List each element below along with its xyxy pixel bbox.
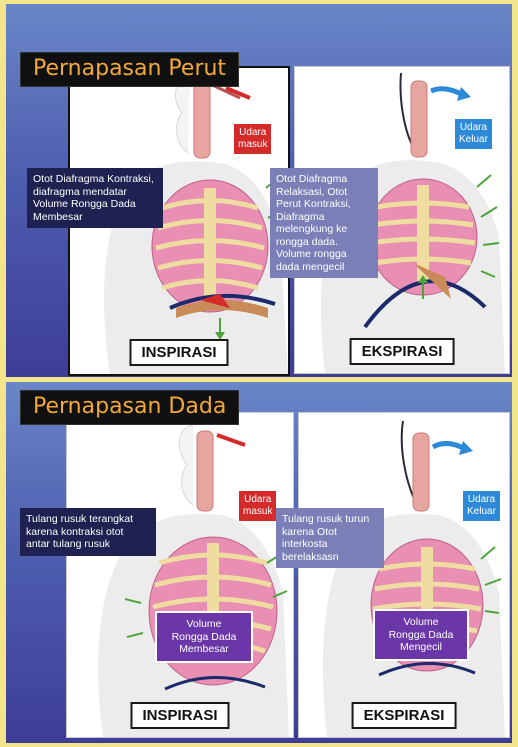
panel-title: Pernapasan Dada	[20, 390, 239, 425]
abdominal-breathing-panel: Pernapasan Perut	[6, 4, 512, 377]
exhale-arrow-icon	[433, 443, 465, 449]
torso-illustration	[67, 413, 293, 737]
inspiration-caption: INSPIRASI	[130, 702, 229, 729]
inhale-arrow-icon	[217, 435, 245, 445]
volume-increase-box: Volume Rongga Dada Membesar	[155, 611, 253, 663]
exhale-arrow-icon	[431, 89, 463, 95]
air-in-label: Udara masuk	[239, 491, 276, 521]
air-out-label: Udara Keluar	[463, 491, 500, 521]
air-in-label: Udara masuk	[234, 124, 271, 154]
expiration-note: Otot Diafragma Relaksasi, Otot Perut Kon…	[270, 168, 378, 278]
expiration-figure: Udara Keluar Volume Rongga Dada Mengecil…	[298, 412, 510, 738]
torso-illustration	[299, 413, 509, 737]
expiration-note: Tulang rusuk turun karena Otot interkost…	[276, 508, 384, 568]
inspiration-note: Otot Diafragma Kontraksi, diafragma mend…	[27, 168, 163, 228]
air-out-label: Udara Keluar	[455, 119, 492, 149]
panel-title: Pernapasan Perut	[20, 52, 239, 87]
volume-decrease-box: Volume Rongga Dada Mengecil	[373, 609, 469, 661]
chest-breathing-panel: Pernapasan Dada Udara masuk Volume	[6, 382, 512, 743]
expiration-caption: EKSPIRASI	[350, 338, 455, 365]
inspiration-figure: Udara masuk Volume Rongga Dada Membesar …	[66, 412, 294, 738]
expiration-caption: EKSPIRASI	[352, 702, 457, 729]
inspiration-note: Tulang rusuk terangkat karena kontraksi …	[20, 508, 156, 556]
inspiration-caption: INSPIRASI	[129, 339, 228, 366]
